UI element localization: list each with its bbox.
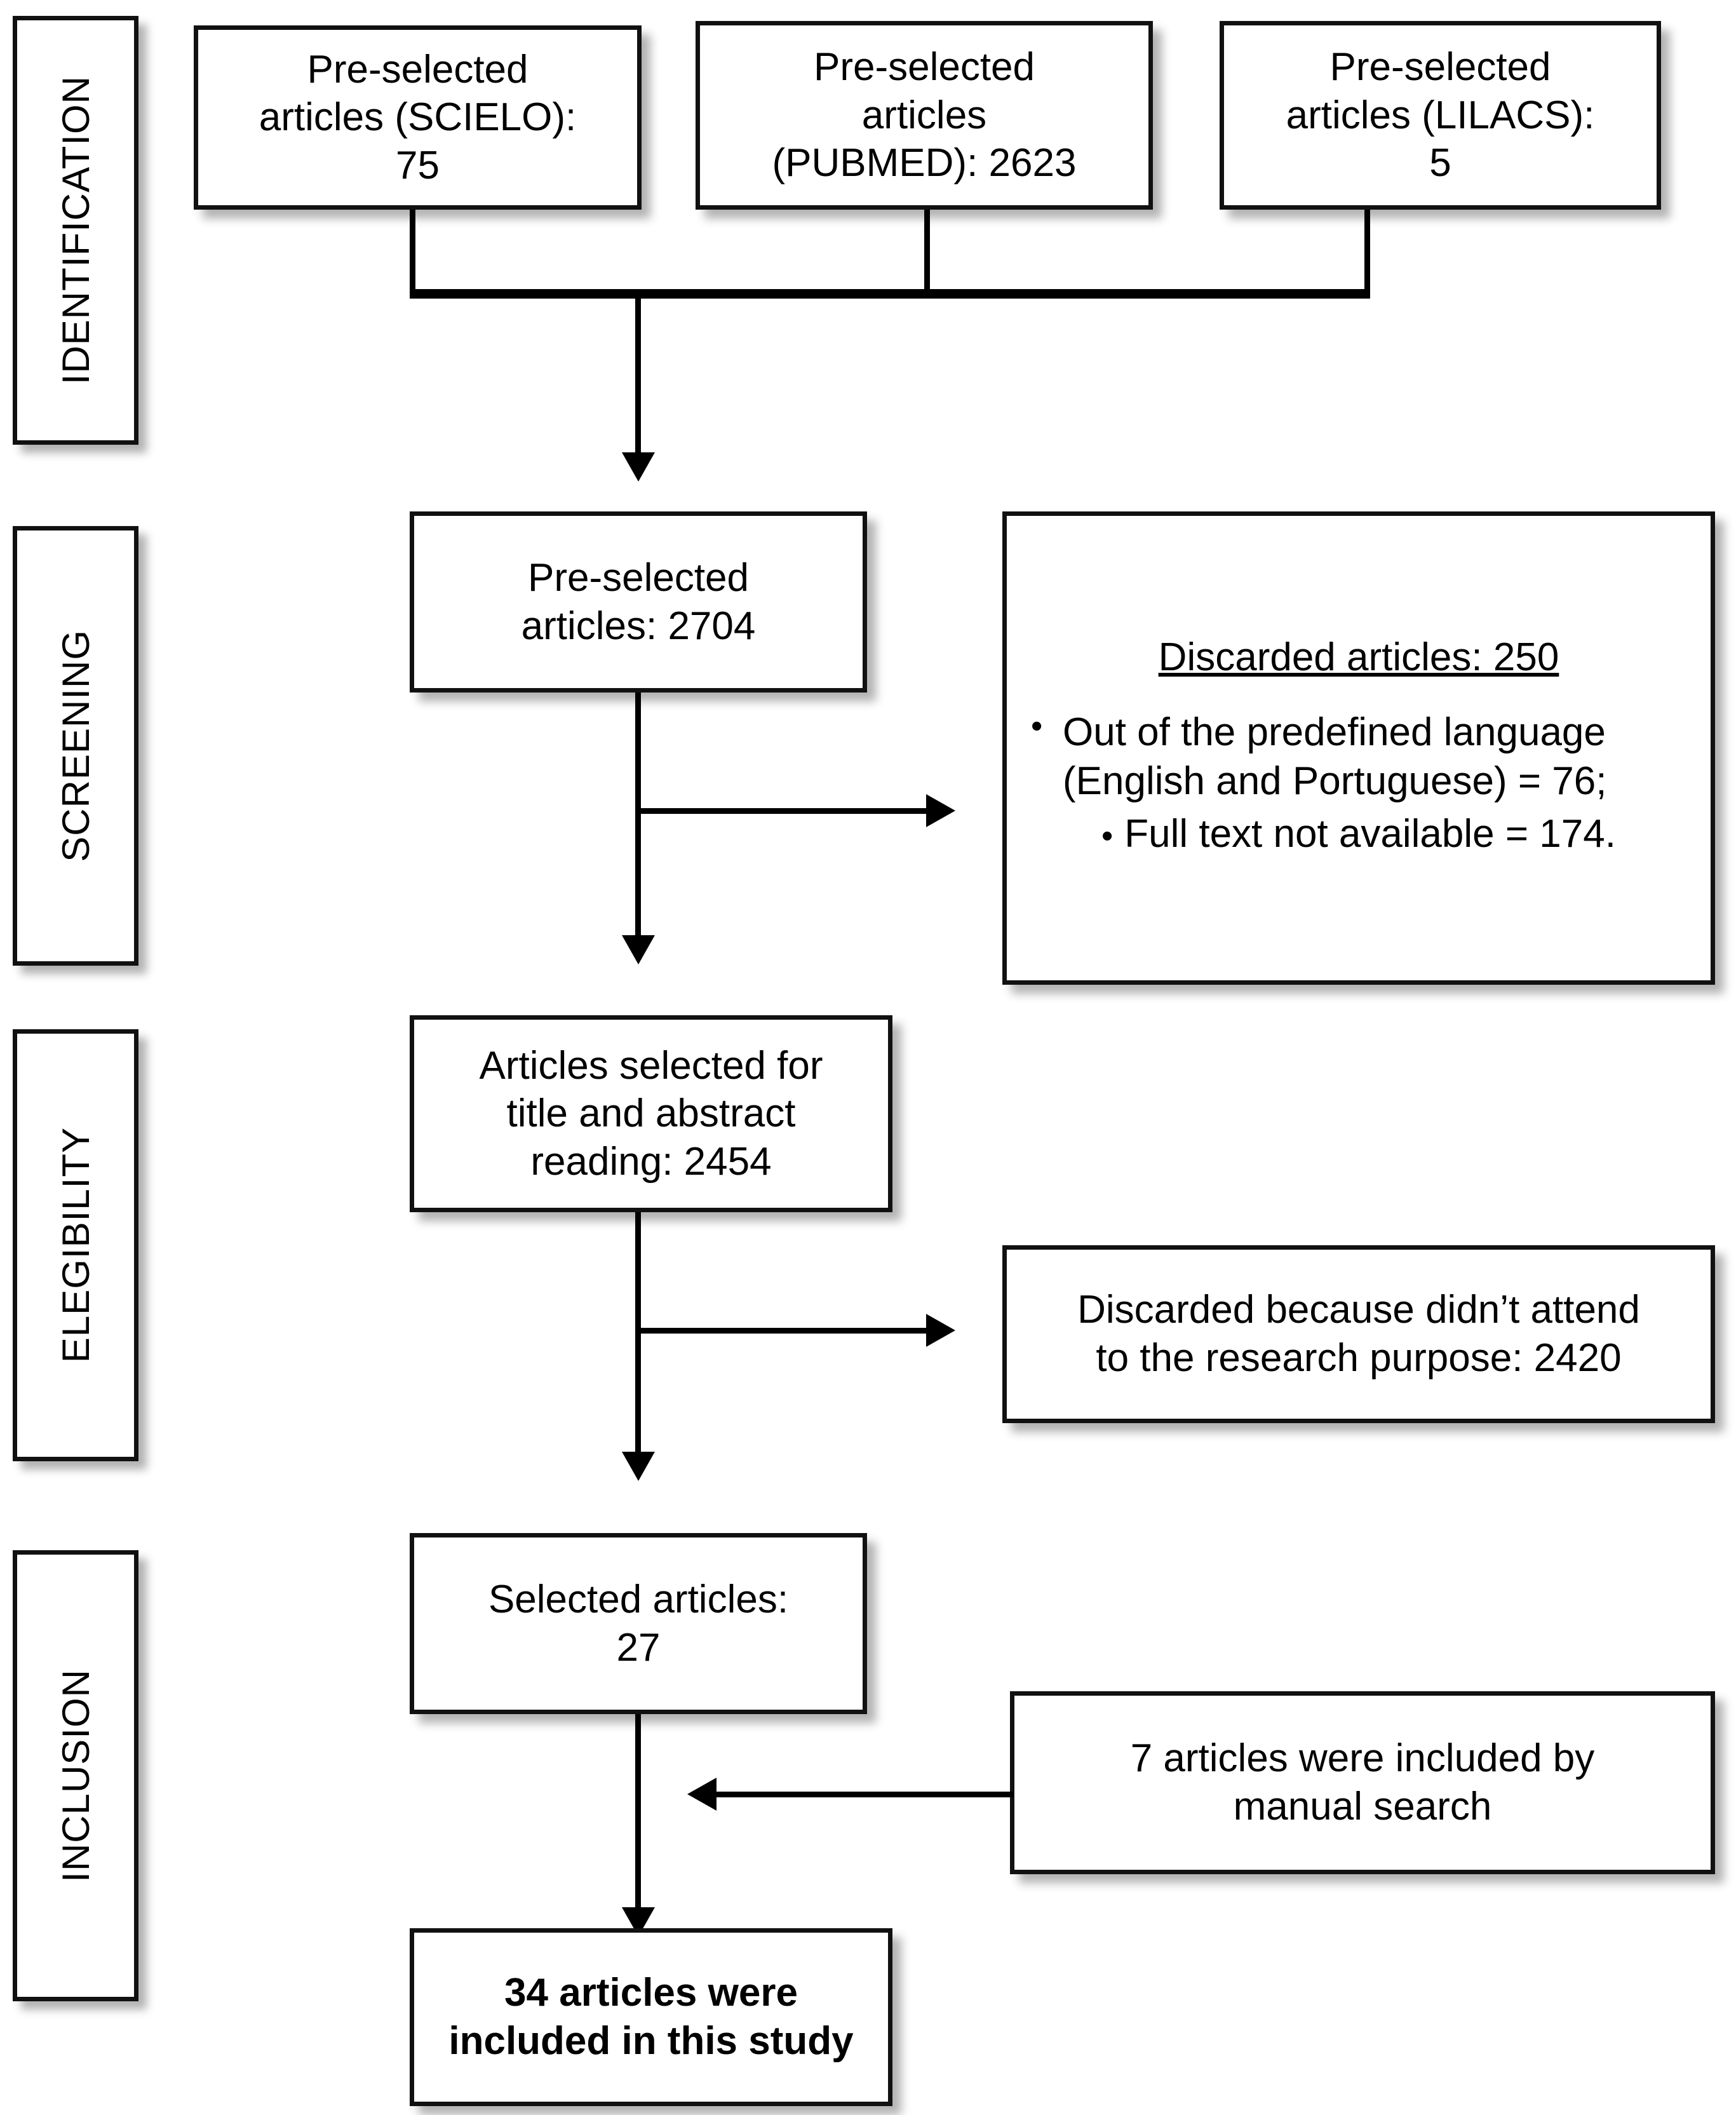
node-scielo-line3: 75 xyxy=(396,143,440,187)
node-discarded-250-list: • Out of the predefined language (Englis… xyxy=(1023,708,1694,863)
connector-scielo-down xyxy=(410,210,415,294)
node-manual-search-line1: 7 articles were included by xyxy=(1130,1736,1595,1781)
node-discarded-250-title: Discarded articles: 250 xyxy=(1158,635,1559,680)
node-selected-27: Selected articles: 27 xyxy=(410,1533,867,1714)
node-final-included-line1: 34 articles were xyxy=(504,1971,798,2015)
connector-manual-to-main xyxy=(717,1792,1014,1797)
node-pubmed-line3: (PUBMED): 2623 xyxy=(772,141,1077,186)
node-lilacs-line1: Pre-selected xyxy=(1329,45,1551,90)
arrow-preselected-to-titleabstract xyxy=(622,935,655,964)
stage-label-elegibility-text: ELEGIBILITY xyxy=(54,1127,97,1363)
stage-label-screening-text: SCREENING xyxy=(54,630,97,862)
node-discarded-2420-line1: Discarded because didn’t attend xyxy=(1077,1288,1640,1332)
stage-label-identification: IDENTIFICATION xyxy=(13,16,138,445)
connector-merge-bar xyxy=(410,289,1370,299)
arrow-merge-to-preselected xyxy=(622,452,655,482)
node-final-included: 34 articles were included in this study xyxy=(410,1928,892,2106)
node-lilacs-line2: articles (LILACS): xyxy=(1286,93,1595,137)
node-pubmed-line1: Pre-selected xyxy=(813,45,1035,90)
arrow-to-discarded-250 xyxy=(926,794,955,827)
node-scielo: Pre-selected articles (SCIELO): 75 xyxy=(194,25,642,210)
node-selected-27-line2: 27 xyxy=(616,1625,661,1670)
node-pubmed-line2: articles xyxy=(861,93,987,137)
node-manual-search-line2: manual search xyxy=(1233,1785,1492,1828)
arrow-titleabstract-to-selected xyxy=(622,1452,655,1481)
stage-label-elegibility: ELEGIBILITY xyxy=(13,1029,138,1461)
connector-titleabstract-down xyxy=(635,1212,641,1457)
node-pubmed: Pre-selected articles (PUBMED): 2623 xyxy=(696,21,1153,210)
node-preselected-total-line2: articles: 2704 xyxy=(521,604,756,648)
node-discarded-250-bullet-2: • Full text not available = 174. xyxy=(1023,810,1694,859)
node-title-abstract-line1: Articles selected for xyxy=(479,1043,823,1088)
stage-label-inclusion: INCLUSION xyxy=(13,1550,138,2001)
arrow-manual-search-into-flow xyxy=(687,1778,717,1811)
node-manual-search: 7 articles were included by manual searc… xyxy=(1010,1691,1715,1874)
node-title-abstract-line3: reading: 2454 xyxy=(530,1139,772,1184)
node-discarded-250-bullet-2-line1: Full text not available = 174. xyxy=(1124,811,1616,856)
node-discarded-2420-line2: to the research purpose: 2420 xyxy=(1096,1336,1622,1380)
node-final-included-line2: included in this study xyxy=(448,2019,854,2063)
connector-preselected-to-discarded xyxy=(635,808,929,814)
connector-preselected-down xyxy=(635,693,641,940)
node-discarded-2420: Discarded because didn’t attend to the r… xyxy=(1002,1245,1715,1423)
stage-label-screening: SCREENING xyxy=(13,526,138,966)
stage-label-identification-text: IDENTIFICATION xyxy=(54,76,97,385)
node-scielo-line2: articles (SCIELO): xyxy=(259,95,577,140)
node-lilacs-line3: 5 xyxy=(1429,141,1451,186)
node-selected-27-line1: Selected articles: xyxy=(488,1577,789,1621)
node-preselected-total-line1: Pre-selected xyxy=(527,555,750,600)
node-lilacs: Pre-selected articles (LILACS): 5 xyxy=(1220,21,1661,210)
bullet-glyph-icon: • xyxy=(1101,817,1114,855)
node-title-abstract: Articles selected for title and abstract… xyxy=(410,1015,892,1212)
node-scielo-line1: Pre-selected xyxy=(307,47,528,91)
connector-titleabstract-to-discarded xyxy=(635,1328,929,1334)
connector-selected-down xyxy=(635,1714,641,1912)
node-discarded-250-bullet-1: • Out of the predefined language (Englis… xyxy=(1023,708,1694,806)
bullet-glyph-icon: • xyxy=(1031,708,1043,745)
node-discarded-250-bullet-1-line2: (English and Portuguese) = 76; xyxy=(1063,759,1607,803)
connector-merge-down xyxy=(635,294,641,456)
connector-lilacs-down xyxy=(1364,210,1370,294)
arrow-to-discarded-2420 xyxy=(926,1314,955,1347)
connector-pubmed-down xyxy=(924,210,930,294)
node-title-abstract-line2: title and abstract xyxy=(506,1091,796,1136)
node-discarded-250: Discarded articles: 250 • Out of the pre… xyxy=(1002,511,1715,985)
node-discarded-250-bullet-1-line1: Out of the predefined language xyxy=(1063,710,1606,754)
stage-label-inclusion-text: INCLUSION xyxy=(54,1669,97,1882)
node-preselected-total: Pre-selected articles: 2704 xyxy=(410,511,867,693)
